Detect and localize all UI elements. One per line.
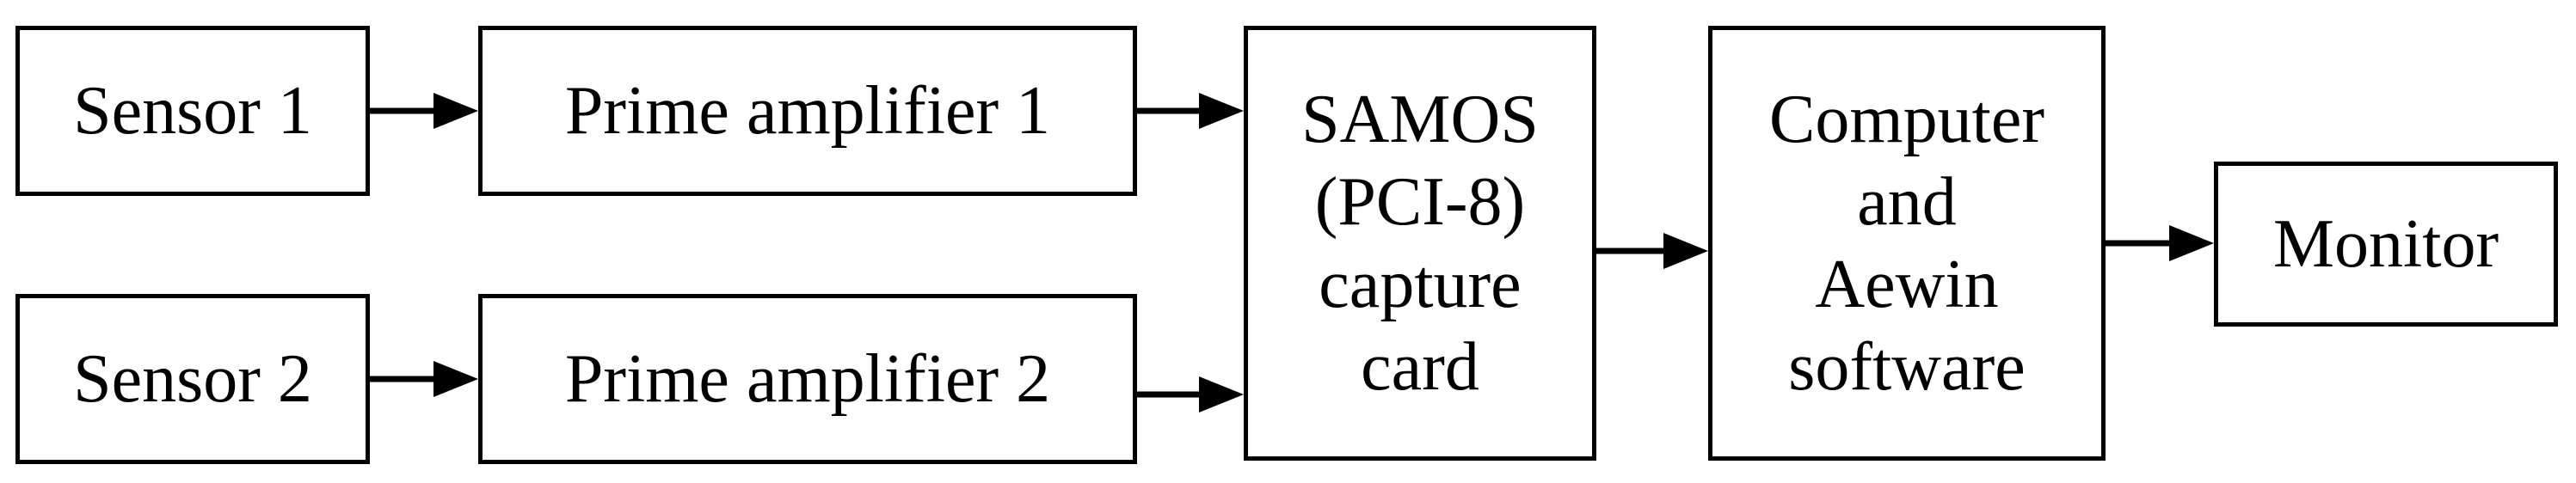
monitor-box: Monitor: [2214, 162, 2558, 327]
sensor-1-box: Sensor 1: [15, 26, 370, 196]
computer-line-2: and: [1857, 164, 1957, 240]
computer-line-4: software: [1788, 329, 2026, 405]
arrow-amp1-to-capture: [1137, 93, 1244, 129]
capture-card-line-3: capture: [1319, 247, 1522, 322]
computer-box: Computer and Aewin software: [1708, 26, 2106, 461]
sensor-2-label: Sensor 2: [73, 341, 312, 417]
arrow-sensor2-to-amp2: [370, 361, 478, 397]
capture-card-line-2: (PCI-8): [1314, 164, 1526, 240]
sensor-2-box: Sensor 2: [15, 294, 370, 464]
arrow-capture-to-computer: [1596, 233, 1708, 269]
computer-line-3: Aewin: [1815, 247, 1999, 322]
capture-card-box: SAMOS (PCI-8) capture card: [1244, 26, 1596, 461]
sensor-1-label: Sensor 1: [73, 73, 312, 149]
prime-amplifier-2-box: Prime amplifier 2: [478, 294, 1137, 464]
prime-amplifier-1-box: Prime amplifier 1: [478, 26, 1137, 196]
arrow-amp2-to-capture: [1137, 376, 1244, 413]
monitor-label: Monitor: [2272, 206, 2499, 282]
capture-card-line-4: card: [1361, 329, 1479, 405]
arrow-computer-to-monitor: [2106, 225, 2214, 261]
prime-amplifier-2-label: Prime amplifier 2: [564, 341, 1051, 417]
computer-line-1: Computer: [1769, 82, 2044, 157]
arrow-sensor1-to-amp1: [370, 93, 478, 129]
prime-amplifier-1-label: Prime amplifier 1: [564, 73, 1051, 149]
capture-card-line-1: SAMOS: [1301, 82, 1539, 157]
